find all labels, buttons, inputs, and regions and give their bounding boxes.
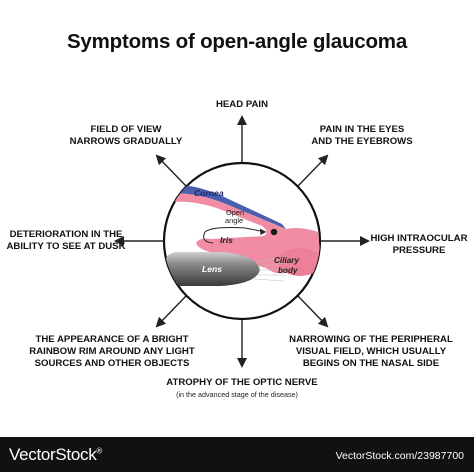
symptom-line: SOURCES AND OTHER OBJECTS <box>34 358 190 369</box>
brand-name: VectorStock <box>9 445 97 464</box>
symptom-line: THE APPEARANCE OF A BRIGHT <box>35 334 189 345</box>
symptom-line: HEAD PAIN <box>215 99 269 110</box>
symptom-intraocular-pressure: HIGH INTRAOCULAR PRESSURE <box>368 233 470 257</box>
symptom-line: AND THE EYEBROWS <box>311 136 413 147</box>
symptom-dusk-vision: DETERIORATION IN THE ABILITY TO SEE AT D… <box>4 229 128 253</box>
symptom-line: BEGINS ON THE NASAL SIDE <box>302 358 440 369</box>
trabecular-dot <box>270 228 278 236</box>
arrow-up-right <box>297 154 329 187</box>
footer-bar: VectorStock® VectorStock.com/23987700 <box>0 437 474 472</box>
arrows <box>114 115 370 368</box>
symptom-optic-nerve: ATROPHY OF THE OPTIC NERVE <box>157 377 327 389</box>
open-angle-arrow <box>203 227 267 244</box>
brand-mark: ® <box>96 446 103 456</box>
symptom-pain-eyes: PAIN IN THE EYES AND THE EYEBROWS <box>300 124 424 148</box>
optic-nerve-note: (in the advanced stage of the disease) <box>176 390 298 399</box>
symptom-line: FIELD OF VIEW <box>90 124 162 135</box>
arrow-down-right <box>297 295 329 328</box>
cornea-label: Cornea <box>194 188 224 198</box>
ciliary-body-label-line1: Ciliary <box>274 256 299 265</box>
symptom-line: NARROWING OF THE PERIPHERAL <box>289 334 453 345</box>
arrow-down-left <box>155 295 187 328</box>
symptom-field-of-view: FIELD OF VIEW NARROWS GRADUALLY <box>66 124 186 148</box>
image-number: VectorStock.com/23987700 <box>335 450 464 462</box>
open-angle-label-line2: angle <box>225 216 243 225</box>
page-title: Symptoms of open-angle glaucoma <box>66 30 408 53</box>
symptom-peripheral-field: NARROWING OF THE PERIPHERAL VISUAL FIELD… <box>282 334 460 370</box>
arrow-up-left <box>155 154 187 187</box>
ciliary-body-label-line2: body <box>278 266 298 275</box>
symptom-head-pain: HEAD PAIN <box>192 99 292 111</box>
iris-label: Iris <box>220 235 233 245</box>
symptom-line: DETERIORATION IN THE <box>9 229 123 240</box>
symptom-line: VISUAL FIELD, WHICH USUALLY <box>295 346 447 357</box>
symptom-line: HIGH INTRAOCULAR <box>370 233 468 244</box>
lens <box>164 252 260 286</box>
symptom-line: PAIN IN THE EYES <box>319 124 405 135</box>
open-angle-label-line1: Open <box>226 208 244 217</box>
zonule-fibers <box>253 257 288 282</box>
symptom-line: ABILITY TO SEE AT DUSK <box>6 241 126 252</box>
symptom-line: ATROPHY OF THE OPTIC NERVE <box>166 377 318 388</box>
lens-label: Lens <box>202 264 222 274</box>
ciliary-lobe <box>278 248 320 276</box>
symptom-rainbow-rim: THE APPEARANCE OF A BRIGHT RAINBOW RIM A… <box>22 334 202 370</box>
symptom-line: PRESSURE <box>392 245 446 256</box>
symptom-line: NARROWS GRADUALLY <box>69 136 183 147</box>
brand-logo: VectorStock® <box>9 445 102 465</box>
symptom-line: RAINBOW RIM AROUND ANY LIGHT <box>29 346 195 357</box>
